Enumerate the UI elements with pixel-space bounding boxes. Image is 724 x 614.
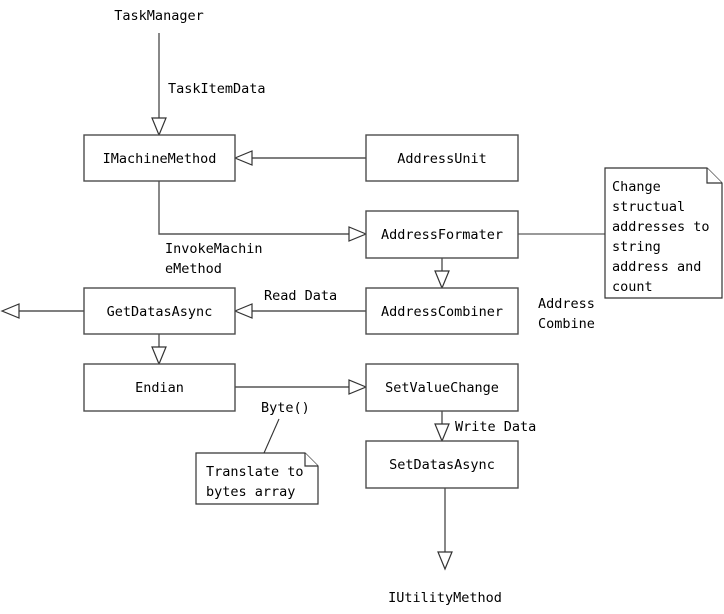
- node-imachinemethod[interactable]: IMachineMethod: [83, 134, 236, 182]
- edge-setvaluechange-to-setdatasasync: [434, 411, 450, 443]
- arrow-head-down: [151, 117, 167, 137]
- node-endian[interactable]: Endian: [83, 363, 236, 412]
- note-line: addresses to: [612, 219, 710, 235]
- edge-label-write-data: Write Data: [455, 419, 536, 435]
- note-address-change[interactable]: Change structual addresses to string add…: [604, 167, 723, 299]
- edge-setdatasasync-to-iutilitymethod: [437, 488, 453, 571]
- note-line: count: [612, 279, 653, 295]
- labels-layer: TaskManager IUtilityMethod TaskItemData …: [114, 8, 595, 606]
- edge-taskmanager-to-imachinemethod: [151, 33, 167, 137]
- arrow-head-left: [0, 303, 20, 319]
- note-line: structual: [612, 199, 685, 215]
- node-label-setvaluechange: SetValueChange: [385, 380, 499, 396]
- edge-label-byte-call: Byte(): [261, 400, 310, 416]
- arrow-head-left: [233, 150, 253, 166]
- arrow-head-right: [348, 379, 368, 395]
- node-addressformater[interactable]: AddressFormater: [365, 210, 519, 259]
- edge-label-invokemachinemethod-line2: eMethod: [165, 261, 222, 277]
- nodes-layer: IMachineMethod AddressUnit AddressFormat…: [83, 134, 519, 489]
- edge-addressformater-to-addresscombiner: [434, 258, 450, 290]
- note-line: string: [612, 239, 661, 255]
- arrow-head-down: [151, 346, 167, 366]
- edge-getdatasasync-to-endian: [151, 334, 167, 366]
- arrow-head-down: [434, 270, 450, 290]
- free-label-address-combine-line2: Combine: [538, 316, 595, 332]
- edge-label-taskitemdata: TaskItemData: [168, 81, 266, 97]
- note-translate-bytes[interactable]: Translate to bytes array: [195, 452, 319, 505]
- node-getdatasasync[interactable]: GetDatasAsync: [83, 287, 236, 335]
- arrow-head-right: [348, 226, 368, 242]
- endpoint-label-taskmanager: TaskManager: [114, 8, 203, 24]
- notes-layer: Change structual addresses to string add…: [195, 167, 723, 505]
- endpoint-label-iutilitymethod: IUtilityMethod: [388, 590, 502, 606]
- node-label-addressformater: AddressFormater: [381, 227, 503, 243]
- node-setdatasasync[interactable]: SetDatasAsync: [365, 440, 519, 489]
- edge-addresscombiner-to-getdatasasync: [233, 303, 366, 319]
- note-line: bytes array: [206, 484, 295, 500]
- edge-label-invokemachinemethod-line1: InvokeMachin: [165, 241, 263, 257]
- edge-imachinemethod-to-addressformater: [158, 181, 368, 242]
- node-setvaluechange[interactable]: SetValueChange: [365, 363, 519, 412]
- node-label-addressunit: AddressUnit: [397, 151, 486, 167]
- free-label-address-combine-line1: Address: [538, 296, 595, 312]
- arrow-head-down: [437, 551, 453, 571]
- edge-note-translate-leader: [263, 418, 280, 454]
- node-addresscombiner[interactable]: AddressCombiner: [365, 287, 519, 335]
- node-addressunit[interactable]: AddressUnit: [365, 134, 519, 182]
- node-label-imachinemethod: IMachineMethod: [103, 151, 217, 167]
- note-line: Translate to: [206, 464, 304, 480]
- node-label-getdatasasync: GetDatasAsync: [107, 304, 213, 320]
- node-label-endian: Endian: [135, 380, 184, 396]
- note-line: Change: [612, 179, 661, 195]
- edge-getdatasasync-to-outside-left: [0, 303, 84, 319]
- edges-layer: [0, 33, 605, 571]
- edge-endian-to-setvaluechange: [235, 379, 368, 395]
- node-label-setdatasasync: SetDatasAsync: [389, 457, 495, 473]
- note-line: address and: [612, 259, 701, 275]
- arrow-head-down: [434, 423, 450, 443]
- edge-label-read-data: Read Data: [264, 288, 337, 304]
- edge-addressunit-to-imachinemethod: [233, 150, 366, 166]
- node-label-addresscombiner: AddressCombiner: [381, 304, 503, 320]
- arrow-head-left: [233, 303, 253, 319]
